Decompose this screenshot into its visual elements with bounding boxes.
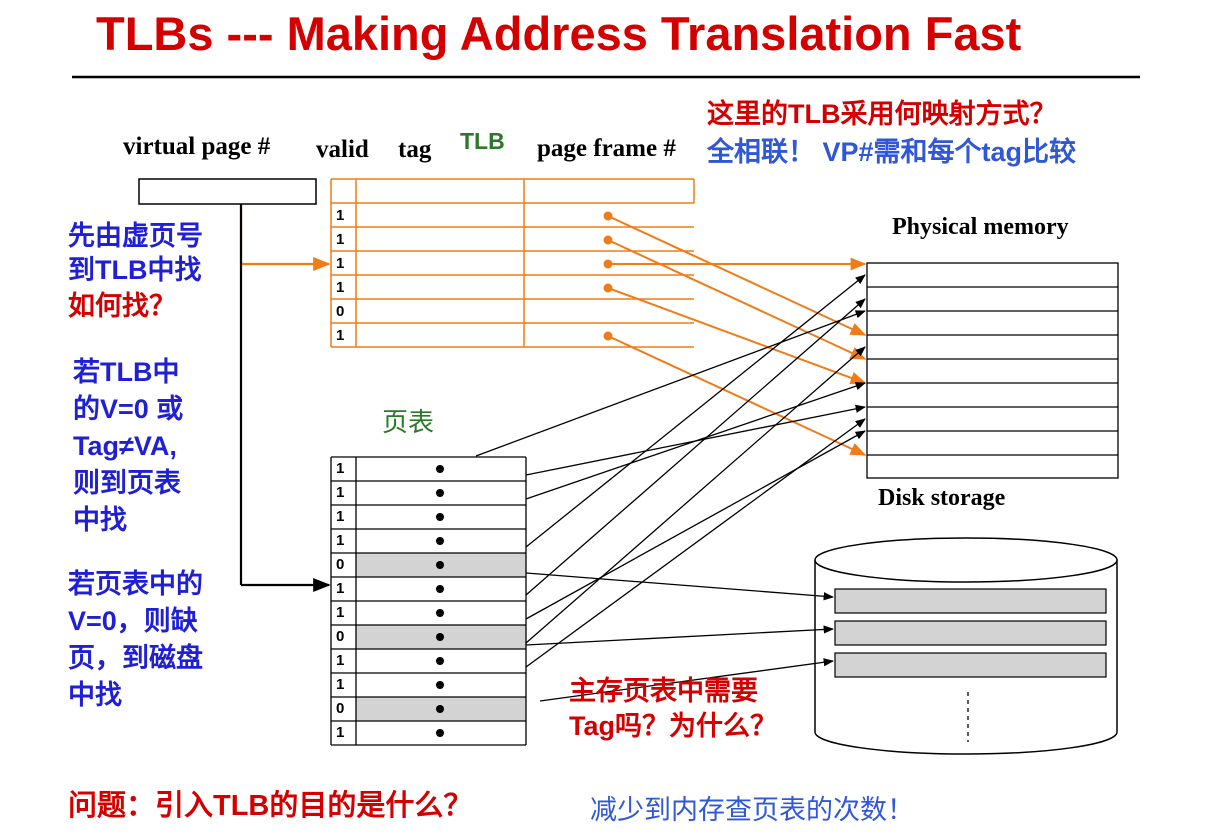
- mapping-answer: 全相联！ VP#需和每个tag比较: [707, 137, 1077, 167]
- tlb-label: TLB: [460, 128, 505, 154]
- physical-memory: [866, 262, 1119, 479]
- tlb-valid-bit: 0: [336, 303, 345, 320]
- disk-storage: [814, 537, 1118, 755]
- note-page-fault: 中找: [68, 680, 122, 710]
- note-tlb-miss: Tag≠VA,: [73, 431, 177, 461]
- page-table-valid-bit: 0: [336, 556, 345, 573]
- note-page-fault: 页，到磁盘: [68, 643, 203, 673]
- page-table-valid-bit: 0: [336, 628, 345, 645]
- tag-question: Tag吗？为什么？: [569, 711, 777, 741]
- page-table-valid-bit: 1: [336, 508, 345, 525]
- tlb-valid-bit: 1: [336, 231, 345, 248]
- note-page-fault: 若页表中的: [68, 569, 203, 599]
- note-page-fault: V=0，则缺: [68, 606, 198, 636]
- virtual-page-number-label: virtual page #: [123, 133, 271, 160]
- page-table-valid-bit: 1: [336, 604, 345, 621]
- tlb-valid-bit: 1: [336, 327, 345, 344]
- page-table-valid-bit: 0: [336, 700, 345, 717]
- page-table-to-disk-arrows: [525, 572, 835, 702]
- page-table-dots: [436, 465, 444, 737]
- page-title: TLBs --- Making Address Translation Fast: [96, 7, 1022, 60]
- note-tlb-miss: 中找: [73, 505, 127, 535]
- note-lookup-tlb: 先由虚页号: [68, 221, 203, 251]
- purpose-question: 问题：引入TLB的目的是什么？: [68, 790, 473, 822]
- vpn-to-page-table-arrow: [239, 204, 331, 593]
- page-table-to-memory-arrows: [475, 274, 867, 668]
- physical-memory-label: Physical memory: [892, 214, 1069, 240]
- tlb-valid-header: valid: [316, 136, 369, 163]
- page-table-valid-bit: 1: [336, 652, 345, 669]
- page-table-valid-bit: 1: [336, 580, 345, 597]
- page-table-label: 页表: [382, 408, 435, 438]
- tlb-to-memory-arrows: [607, 215, 867, 456]
- note-tlb-miss: 则到页表: [73, 468, 181, 498]
- note-how-lookup: 如何找？: [68, 291, 176, 321]
- tlb-frame-dots: [603, 211, 613, 341]
- page-table-valid-bit: 1: [336, 676, 345, 693]
- page-table-valid-bit: 1: [336, 724, 345, 741]
- page-table-valid-bit: 1: [336, 532, 345, 549]
- note-lookup-tlb: 到TLB中找: [68, 255, 202, 285]
- tlb-valid-bit: 1: [336, 255, 345, 272]
- tlb-valid-bit: 1: [336, 279, 345, 296]
- page-table-valid-bit: 1: [336, 484, 345, 501]
- note-tlb-miss: 若TLB中: [73, 357, 180, 387]
- tlb-valid-bit: 1: [336, 207, 345, 224]
- disk-storage-label: Disk storage: [878, 485, 1006, 511]
- page-table: [330, 456, 527, 746]
- virtual-page-number-box: [138, 178, 317, 205]
- tlb-page-frame-header: page frame #: [537, 135, 676, 162]
- tlb-tag-header: tag: [398, 136, 432, 163]
- vpn-to-tlb-arrow: [239, 204, 331, 272]
- purpose-answer: 减少到内存查页表的次数！: [590, 795, 914, 826]
- note-tlb-miss: 的V=0 或: [73, 394, 184, 424]
- page-table-valid-bit: 1: [336, 460, 345, 477]
- mapping-question: 这里的TLB采用何映射方式？: [707, 99, 1057, 129]
- tag-question: 主存页表中需要: [569, 676, 758, 706]
